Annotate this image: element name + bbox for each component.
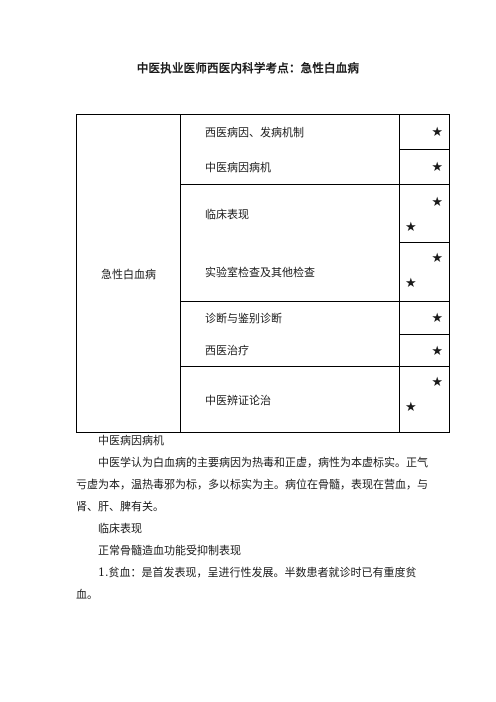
star-icon: ★: [431, 344, 443, 359]
topic-table: 急性白血病 西医病因、发病机制 ★ 中医病因病机 ★ 临床表现 ★ ★ 实验室检…: [76, 114, 450, 433]
document-title: 中医执业医师西医内科学考点：急性白血病: [136, 61, 360, 75]
star-icon: ★: [431, 125, 443, 140]
importance-cell: ★ ★: [399, 184, 450, 243]
importance-cell: ★ ★: [399, 242, 450, 302]
topic-label: 诊断与鉴别诊断: [180, 301, 400, 335]
importance-cell: ★: [399, 149, 450, 185]
topic-label: 临床表现: [180, 184, 400, 243]
topic-label: 实验室检查及其他检查: [180, 242, 400, 302]
star-icon: ★: [405, 220, 417, 235]
star-icon: ★: [405, 400, 417, 415]
section-heading: 中医病因病机: [98, 434, 164, 447]
topic-label: 西医治疗: [180, 334, 400, 367]
section-heading: 临床表现: [98, 522, 142, 535]
topic-label: 西医病因、发病机制: [180, 114, 400, 150]
importance-cell: ★: [399, 334, 450, 367]
paragraph: 正常骨髓造血功能受抑制表现: [98, 544, 241, 557]
star-icon: ★: [431, 311, 443, 326]
topic-label: 中医病因病机: [180, 149, 400, 185]
importance-cell: ★: [399, 301, 450, 335]
star-icon: ★: [431, 195, 443, 210]
paragraph: 中医学认为白血病的主要病因为热毒和正虚，病性为本虚标实。正气亏虚为本，温热毒邪为…: [76, 456, 428, 513]
disease-name-cell: 急性白血病: [76, 114, 181, 433]
importance-cell: ★ ★: [399, 366, 450, 433]
topic-label: 中医辨证论治: [180, 366, 400, 433]
star-icon: ★: [431, 375, 443, 390]
article-body: 中医病因病机 中医学认为白血病的主要病因为热毒和正虚，病性为本虚标实。正气亏虚为…: [76, 430, 436, 606]
paragraph: 1.贫血：是首发表现，呈进行性发展。半数患者就诊时已有重度贫血。: [76, 566, 417, 601]
importance-cell: ★: [399, 114, 450, 150]
star-icon: ★: [431, 251, 443, 266]
star-icon: ★: [405, 276, 417, 291]
star-icon: ★: [431, 160, 443, 175]
